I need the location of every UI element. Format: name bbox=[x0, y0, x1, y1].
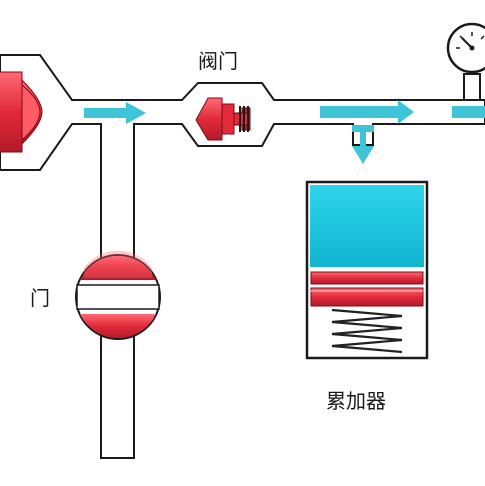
accumulator-piston bbox=[310, 271, 424, 307]
main-pipe bbox=[0, 54, 485, 459]
gate-label: 门 bbox=[30, 286, 50, 310]
accumulator-icon bbox=[305, 180, 429, 360]
accumulator-fluid bbox=[310, 185, 424, 267]
flow-arrow-1 bbox=[84, 102, 146, 124]
accumulator-label: 累加器 bbox=[326, 389, 386, 413]
flow-arrow-3 bbox=[452, 106, 485, 118]
spring-icon bbox=[331, 308, 403, 354]
pump-icon bbox=[0, 71, 43, 153]
pressure-gauge-icon bbox=[446, 22, 485, 101]
gate-valve-icon bbox=[75, 250, 161, 340]
valve-icon bbox=[195, 97, 251, 141]
flow-arrow-2 bbox=[320, 100, 414, 124]
valve-label: 阀门 bbox=[198, 49, 238, 73]
flow-arrow-branch-down bbox=[352, 125, 374, 164]
